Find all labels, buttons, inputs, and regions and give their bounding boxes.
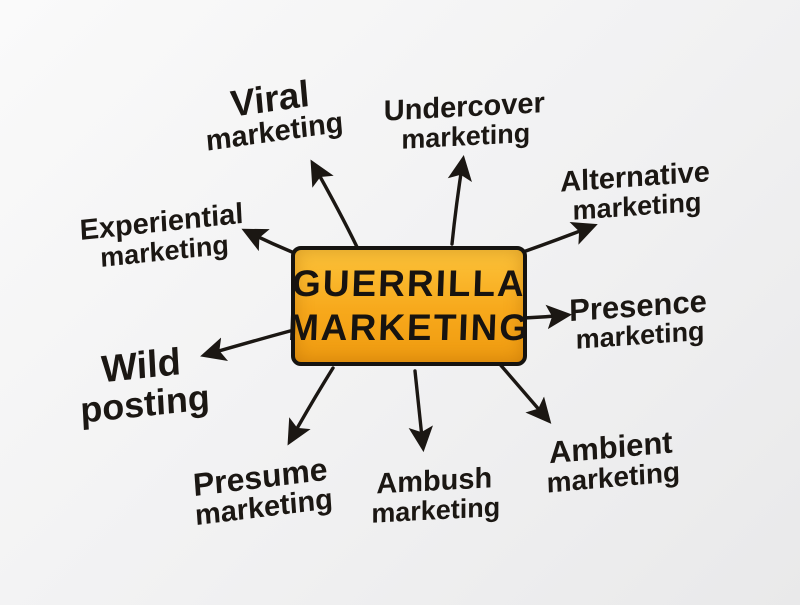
node-viral-marketing: Viral marketing [199,71,346,158]
arrow-presume [287,366,335,446]
arrow-alternative [521,221,598,254]
node-presence-marketing: Presence marketing [568,284,710,355]
node-label-line2: marketing [371,491,501,529]
arrow-ambush [408,369,433,453]
node-label-line2: marketing [401,117,531,155]
node-ambient-marketing: Ambient marketing [543,424,682,498]
node-experiential-marketing: Experiential marketing [78,198,247,274]
arrow-ambient [496,360,552,424]
arrow-wild-posting [200,329,292,362]
node-ambush-marketing: Ambush marketing [369,462,501,529]
arrow-viral [310,159,359,249]
node-wild-posting: Wild posting [74,341,211,431]
center-title-line1: GUERRILLA [291,263,527,305]
arrow-experiential [241,228,294,254]
node-presume-marketing: Presume marketing [189,451,334,532]
node-undercover-marketing: Undercover marketing [383,87,547,155]
center-node-guerrilla-marketing: GUERRILLA MARKETING [287,246,531,366]
arrow-undercover [447,154,472,246]
node-alternative-marketing: Alternative marketing [559,156,713,226]
center-title-line2: MARKETING [287,307,531,348]
